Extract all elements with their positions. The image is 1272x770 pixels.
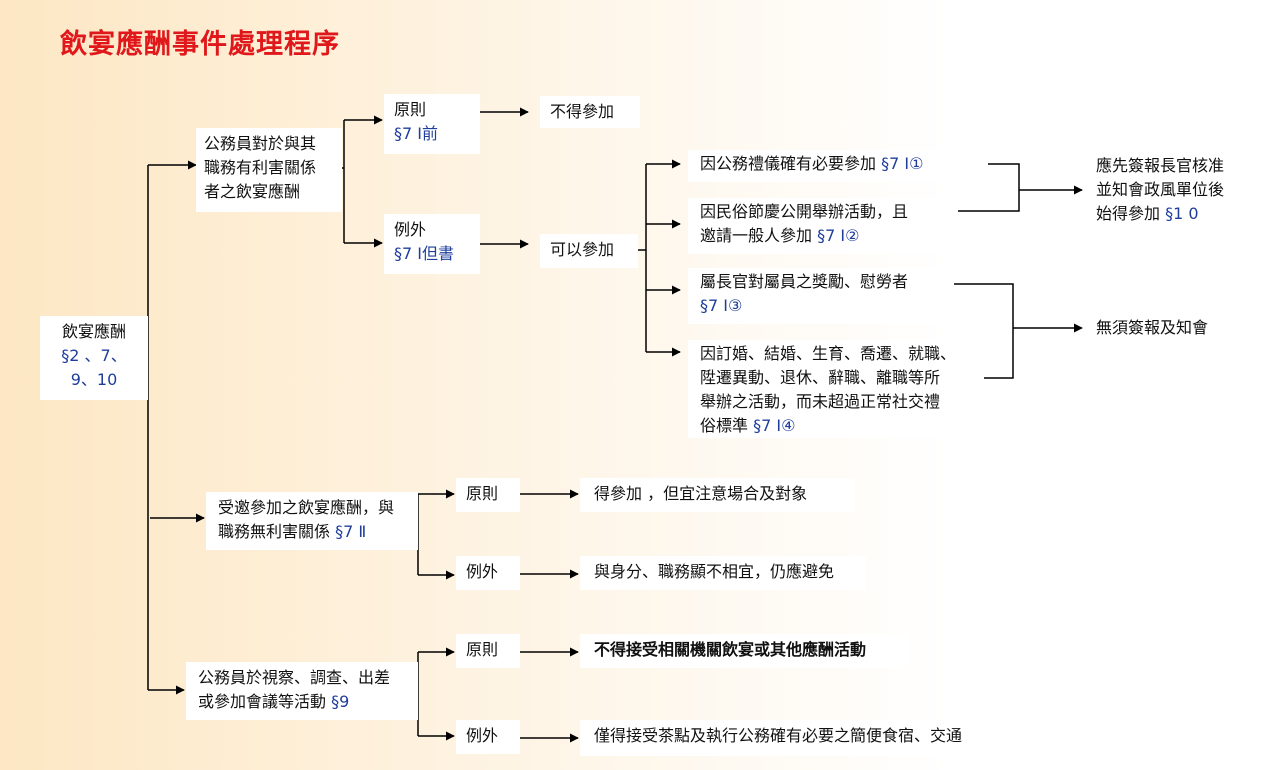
branch2-ref: §7 Ⅱ	[335, 522, 367, 541]
branch1-exception-result-text: 可以參加	[550, 240, 615, 259]
branch1-label-line-2: 職務有利害關係	[204, 158, 317, 177]
bracket-none	[954, 283, 1082, 379]
case-2: 因民俗節慶公開舉辦活動，且 邀請一般人參加§7 Ⅰ②	[688, 198, 958, 254]
branch2-principle-result-text: 得參加 ，但宜注意場合及對象	[594, 484, 808, 503]
branch3-principle-label: 原則	[466, 640, 499, 659]
branch1-label-line-3: 者之飲宴應酬	[204, 182, 301, 201]
branch1-principle-result: 不得參加	[540, 96, 640, 128]
branch1-principle-ref: §7 Ⅰ前	[394, 124, 438, 143]
branch1-connector	[341, 120, 345, 243]
branch3-label-line-1: 公務員於視察、調查、出差	[198, 668, 391, 687]
page-title: 飲宴應酬事件處理程序	[60, 29, 340, 60]
branch2-principle-label: 原則	[466, 484, 499, 503]
branch3-principle-node: 原則	[456, 634, 520, 668]
branch3-exception-node: 例外	[456, 720, 520, 754]
case-3: 屬長官對屬員之獎勵、慰勞者 §7 Ⅰ③	[688, 268, 954, 324]
case-4: 因訂婚、結婚、生育、喬遷、就職、 陞遷異動、退休、辭職、離職等所 舉辦之活動，而…	[688, 340, 984, 438]
case-2-line-2: 邀請一般人參加	[700, 226, 813, 245]
branch2-exception-node: 例外	[456, 556, 520, 590]
case-4-ref: §7 Ⅰ④	[753, 416, 796, 435]
case-3-ref: §7 Ⅰ③	[700, 296, 743, 315]
branch1-exception-result: 可以參加	[540, 234, 638, 268]
branch1-exception-ref: §7 Ⅰ但書	[394, 244, 454, 263]
branch3-exception-label: 例外	[466, 726, 499, 745]
branch2-label-line-2: 職務無利害關係	[218, 522, 331, 541]
case-4-line-4: 俗標準	[700, 416, 749, 435]
branch1-label-line-1: 公務員對於與其	[204, 134, 317, 153]
root-ref-line-2: 9、10	[70, 370, 118, 389]
branch2-exception-result: 與身分、職務顯不相宜，仍應避免	[580, 556, 866, 590]
root-node: 飲宴應酬 §2 、7、 9、10	[40, 316, 148, 400]
outcome-report-line-3: 始得參加	[1096, 204, 1161, 223]
branch3-principle-result-text: 不得接受相關機關飲宴或其他應酬活動	[594, 640, 867, 659]
branch1-exception-label: 例外	[394, 220, 427, 239]
outcome-report-ref: §1 0	[1165, 204, 1199, 223]
case-2-line-1: 因民俗節慶公開舉辦活動，且	[700, 202, 909, 221]
root-ref-line-1: §2 、7、	[61, 346, 127, 365]
outcome-none: 無須簽報及知會	[1096, 318, 1209, 337]
case-1-line-1: 因公務禮儀確有必要參加	[700, 154, 877, 173]
branch3-ref: §9	[331, 692, 350, 711]
outcome-report-line-2: 並知會政風單位後	[1096, 180, 1225, 199]
case-4-line-2: 陞遷異動、退休、辭職、離職等所	[700, 368, 941, 387]
bracket-report	[958, 163, 1082, 212]
case-4-line-3: 舉辦之活動，而未超過正常社交禮	[700, 392, 941, 411]
cases-connector	[638, 164, 647, 352]
branch2-principle-node: 原則	[456, 478, 520, 512]
branch3-exception-result: 僅得接受茶點及執行公務確有必要之簡便食宿、交通	[580, 720, 1006, 756]
branch1-principle-result-text: 不得參加	[550, 102, 615, 121]
branch2-label-line-1: 受邀參加之飲宴應酬，與	[218, 498, 395, 517]
branch1-principle-node: 原則 §7 Ⅰ前	[384, 94, 480, 154]
outcome-report: 應先簽報長官核准 並知會政風單位後 始得參加§1 0	[1096, 154, 1224, 226]
case-1-ref: §7 Ⅰ①	[881, 154, 924, 173]
outcome-report-line-1: 應先簽報長官核准	[1096, 156, 1225, 175]
root-label: 飲宴應酬	[61, 322, 126, 341]
branch2-exception-result-text: 與身分、職務顯不相宜，仍應避免	[594, 562, 835, 581]
branch3-principle-result: 不得接受相關機關飲宴或其他應酬活動	[580, 634, 908, 668]
branch1-node: 公務員對於與其 職務有利害關係 者之飲宴應酬	[196, 128, 342, 212]
branch3-node: 公務員於視察、調查、出差 或參加會議等活動§9	[186, 662, 418, 720]
case-3-line-1: 屬長官對屬員之獎勵、慰勞者	[700, 272, 909, 291]
branch3-exception-result-text: 僅得接受茶點及執行公務確有必要之簡便食宿、交通	[594, 726, 963, 745]
case-2-ref: §7 Ⅰ②	[817, 226, 860, 245]
branch2-node: 受邀參加之飲宴應酬，與 職務無利害關係§7 Ⅱ	[206, 492, 418, 550]
case-4-line-1: 因訂婚、結婚、生育、喬遷、就職、	[700, 344, 957, 363]
branch1-principle-label: 原則	[394, 100, 427, 119]
branch1-exception-node: 例外 §7 Ⅰ但書	[384, 214, 480, 274]
branch2-principle-result: 得參加 ，但宜注意場合及對象	[580, 478, 854, 512]
case-1: 因公務禮儀確有必要參加§7 Ⅰ①	[688, 150, 986, 182]
branch2-exception-label: 例外	[466, 562, 499, 581]
branch3-label-line-2: 或參加會議等活動	[198, 692, 327, 711]
